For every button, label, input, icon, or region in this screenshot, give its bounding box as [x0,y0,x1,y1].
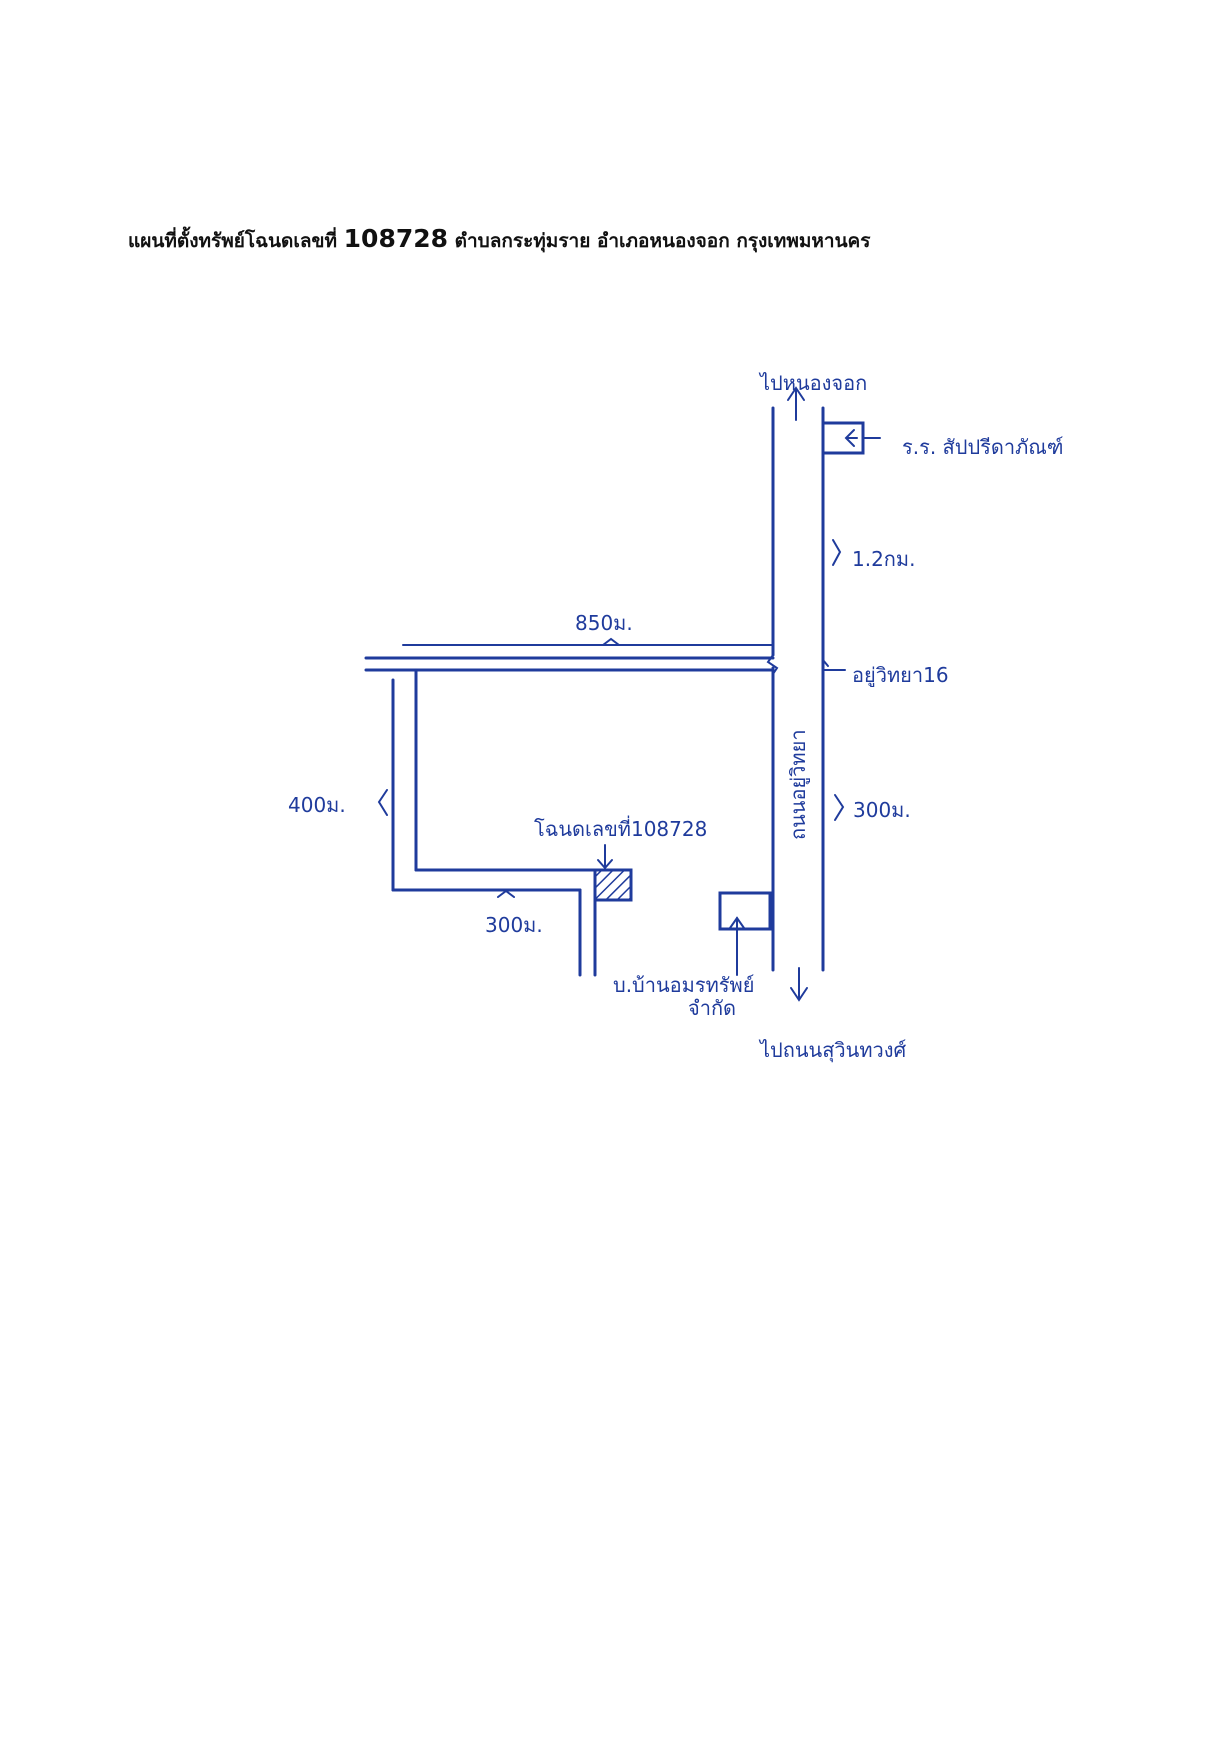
main-road [766,406,829,972]
dist-soi-label: 850ม. [575,611,633,635]
dist-top-brace [832,539,842,566]
soi-road [364,656,775,977]
title-deed-number: 108728 [343,224,449,253]
dist-left-label: 400ม. [288,793,346,817]
company-label: บ.บ้านอมรทรัพย์ [613,973,754,997]
to-south-label: ไปถนนสุวินทวงศ์ [758,1038,906,1063]
dist-right-label: 300ม. [853,798,911,822]
company-building-icon [718,891,772,931]
deed-plot-marker [593,868,633,902]
main-road-label: ถนนอยู่วิทยา [786,729,811,840]
dist-soi-brace [602,637,620,646]
dist-left-brace [377,789,388,816]
title-suffix: ตำบลกระทุ่มราย อำเภอหนองจอก กรุงเทพมหานค… [454,230,871,252]
to-north-label: ไปหนองจอก [758,371,867,395]
arrow-south-icon [790,967,808,1002]
arrow-north-icon [787,386,805,421]
school-top-label: ร.ร. สัปปรีดาภัณฑ์ [902,435,1063,459]
dist-bottom-brace [497,889,515,898]
dist-top-label: 1.2กม. [852,547,915,571]
company-label-line2: จำกัด [688,996,736,1020]
page-title: แผนที่ตั้งทรัพย์โฉนดเลขที่ 108728 ตำบลกร… [128,224,870,256]
dist-bottom-label: 300ม. [485,913,543,937]
school-building-icon [821,421,881,455]
dist-right-brace [834,794,845,821]
soi-name-label: อยู่วิทยา16 [852,663,949,688]
title-prefix: แผนที่ตั้งทรัพย์โฉนดเลขที่ [128,230,338,252]
deed-label: โฉนดเลขที่108728 [534,815,707,841]
